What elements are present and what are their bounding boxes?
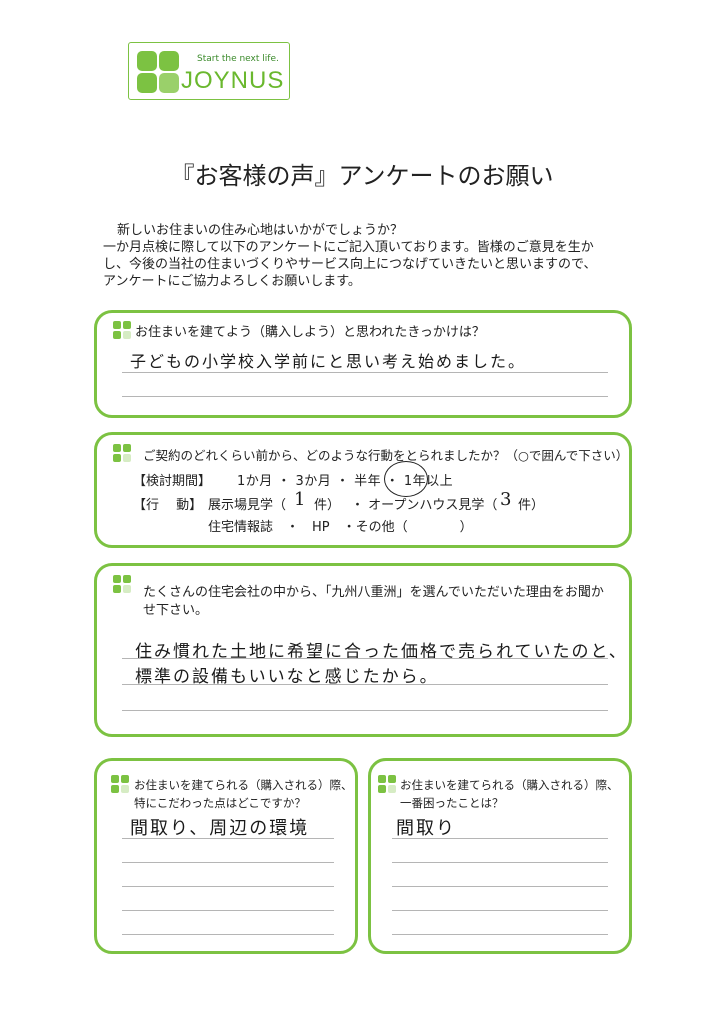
answer-line: [392, 886, 608, 887]
clover-bullet-icon: [111, 775, 129, 793]
showroom-label: 展示場見学（: [208, 498, 287, 513]
showroom-unit: 件）: [314, 498, 341, 513]
question-4-line2: 特にこだわった点はどこですか？: [134, 796, 306, 810]
openhouse-count[interactable]: 3: [500, 489, 514, 510]
question-1: お住まいを建てよう（購入しよう）と思われたきっかけは？: [135, 325, 485, 340]
period-label: 【検討期間】: [133, 474, 212, 489]
answer-line: [122, 910, 334, 911]
intro-line: 一か月点検に際して以下のアンケートにご記入頂いております。皆様のご意見を生か: [103, 240, 594, 255]
answer-line: [122, 372, 608, 373]
answer-line: [392, 862, 608, 863]
answer-line: [392, 910, 608, 911]
answer-line: [122, 396, 608, 397]
answer-line: [122, 886, 334, 887]
answer-line: [122, 838, 334, 839]
answer-line: [122, 684, 608, 685]
answer-1[interactable]: 子どもの小学校入学前にと思い考え始めました。: [130, 352, 527, 371]
intro-line: 新しいお住まいの住み心地はいかがでしょうか？: [117, 223, 404, 238]
answer-line: [122, 862, 334, 863]
answer-3-line2[interactable]: 標準の設備もいいなと感じたから。: [135, 667, 439, 687]
action-label: 【行 動】: [133, 498, 203, 513]
intro-text: 新しいお住まいの住み心地はいかがでしょうか？ 一か月点検に際して以下のアンケート…: [103, 222, 643, 290]
question-5-line2: 一番困ったことは？: [400, 796, 504, 810]
showroom-count[interactable]: 1: [294, 489, 308, 510]
question-box-5: [368, 758, 632, 954]
answer-line: [392, 934, 608, 935]
clover-bullet-icon: [113, 444, 131, 462]
joynus-logo: Start the next life. JOYNUS: [128, 42, 290, 100]
clover-bullet-icon: [113, 575, 131, 593]
answer-line: [392, 838, 608, 839]
question-box-2: [94, 432, 632, 548]
intro-line: し、今後の当社の住まいづくりやサービス向上につなげていきたいと思いますので、: [103, 257, 597, 272]
page-title: 『お客様の声』アンケートのお願い: [170, 162, 554, 190]
question-3-line2: せ下さい。: [143, 603, 209, 618]
question-4-line1: お住まいを建てられる（購入される）際、: [134, 778, 353, 792]
clover-logo-icon: [137, 51, 179, 93]
answer-line: [122, 934, 334, 935]
question-box-3: [94, 563, 632, 737]
answer-4[interactable]: 間取り、周辺の環境: [130, 818, 310, 839]
answer-3-line1[interactable]: 住み慣れた土地に希望に合った価格で売られていたのと、: [135, 642, 628, 662]
question-3-line1: たくさんの住宅会社の中から、「九州八重洲」を選んでいただいた理由をお聞か: [143, 585, 604, 600]
question-5-line1: お住まいを建てられる（購入される）際、: [400, 778, 619, 792]
answer-5[interactable]: 間取り: [396, 818, 456, 839]
openhouse-unit: 件）: [518, 498, 545, 513]
openhouse-label: ・ オープンハウス見学（: [351, 498, 498, 513]
clover-bullet-icon: [113, 321, 131, 339]
selected-period-circle: [384, 461, 428, 497]
question-box-4: [94, 758, 358, 954]
question-2: ご契約のどれくらい前から、どのような行動をとられましたか？（○で囲んで下さい）: [143, 448, 629, 463]
action-options-line2[interactable]: 住宅情報誌 ・ HP ・その他（ ）: [208, 520, 473, 535]
answer-line: [122, 658, 608, 659]
logo-name: JOYNUS: [181, 67, 285, 94]
logo-tagline: Start the next life.: [197, 54, 279, 64]
question-box-1: [94, 310, 632, 418]
answer-line: [122, 710, 608, 711]
intro-line: アンケートにご協力よろしくお願いします。: [103, 274, 361, 289]
clover-bullet-icon: [378, 775, 396, 793]
